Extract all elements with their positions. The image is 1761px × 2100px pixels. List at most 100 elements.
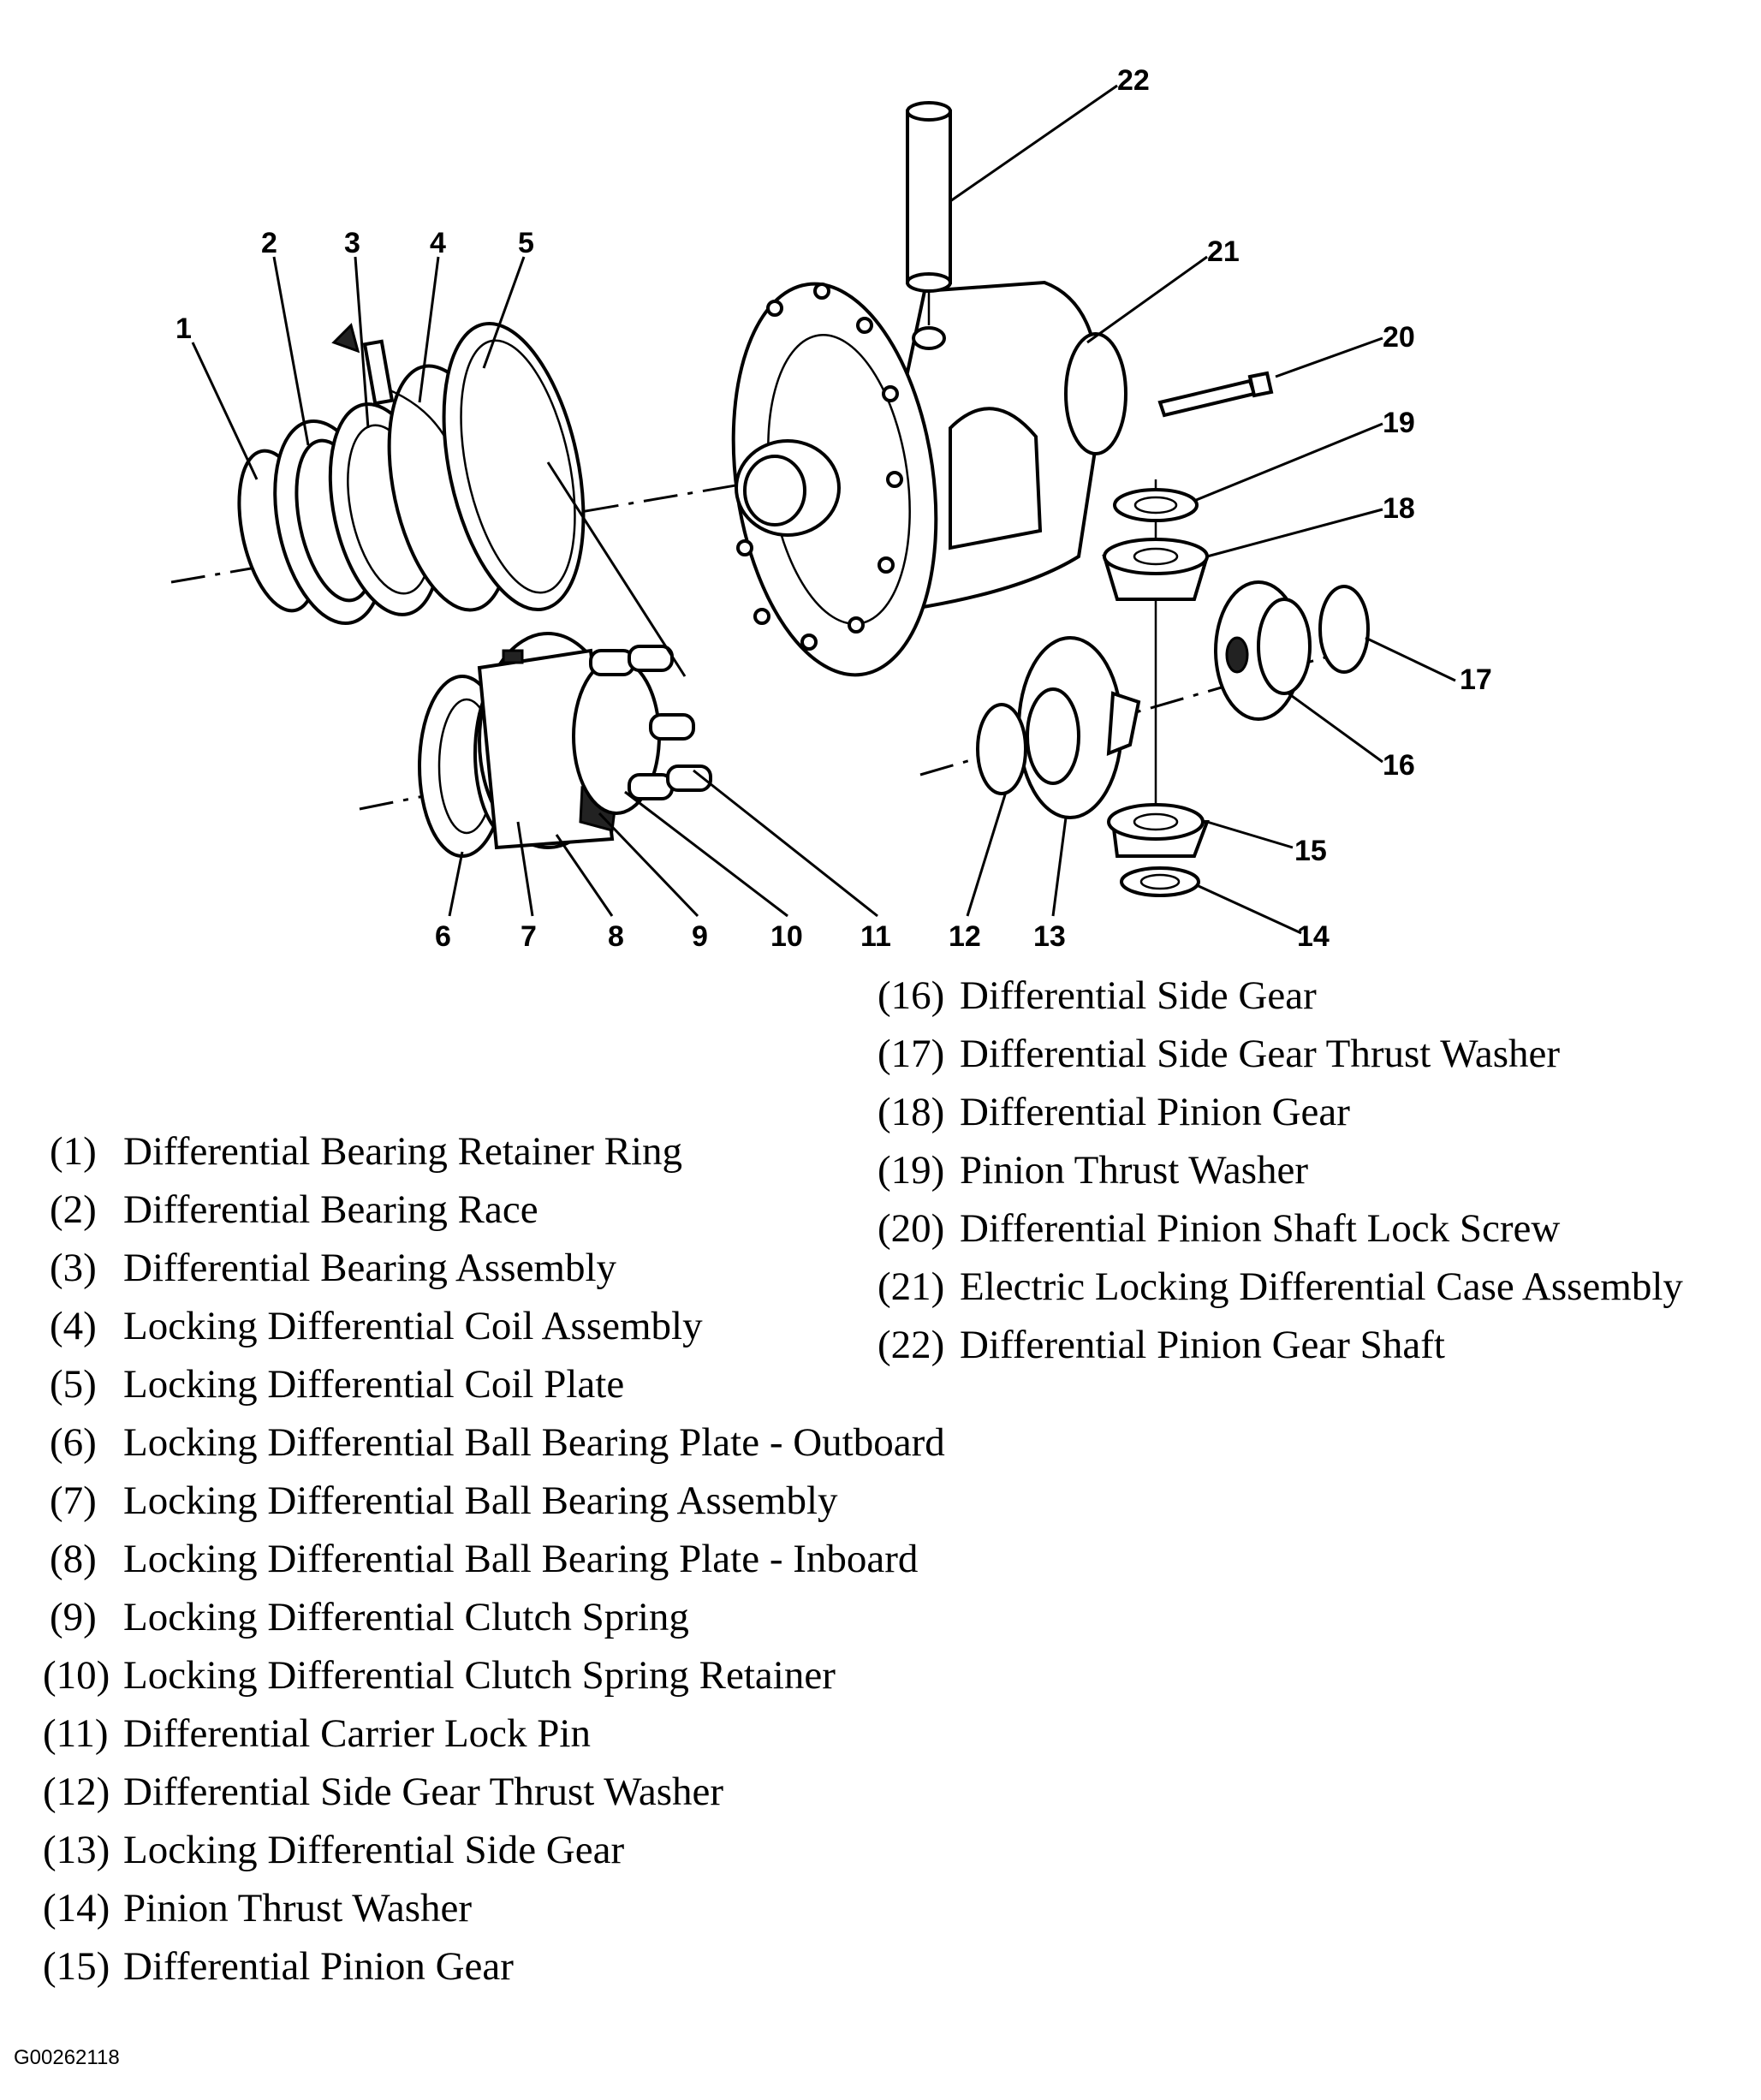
callout-11: 11 [860, 920, 891, 953]
part-19-pinion-thrust-washer [1113, 488, 1199, 522]
part-20-lock-screw [1157, 371, 1274, 418]
legend-label: Differential Bearing Race [123, 1187, 538, 1232]
legend-item-13: (13) Locking Differential Side Gear [43, 1830, 624, 1871]
part-11-carrier-lock-pins [589, 645, 712, 800]
legend-label: Pinion Thrust Washer [960, 1148, 1309, 1193]
legend-item-8: (8) Locking Differential Ball Bearing Pla… [50, 1539, 918, 1579]
legend-num: (10) [43, 1653, 110, 1698]
legend-item-6: (6) Locking Differential Ball Bearing Pla… [50, 1423, 945, 1463]
callout-18: 18 [1383, 492, 1415, 525]
legend-item-5: (5) Locking Differential Coil Plate [50, 1365, 624, 1405]
part-5-coil-plate [442, 321, 586, 612]
legend-label: Locking Differential Clutch Spring [123, 1595, 689, 1639]
legend-item-11: (11) Differential Carrier Lock Pin [43, 1714, 591, 1754]
legend-label: Differential Pinion Gear Shaft [960, 1323, 1445, 1367]
legend-num: (6) [50, 1420, 97, 1465]
callout-15: 15 [1294, 835, 1327, 867]
legend-label: Differential Side Gear Thrust Washer [960, 1032, 1561, 1076]
legend-label: Locking Differential Ball Bearing Assemb… [123, 1478, 838, 1523]
legend-label: Differential Side Gear [960, 973, 1317, 1018]
callout-8: 8 [608, 920, 624, 953]
legend-num: (22) [878, 1323, 945, 1367]
legend-label: Differential Bearing Retainer Ring [123, 1129, 682, 1174]
legend-label: Locking Differential Side Gear [123, 1828, 625, 1872]
legend-num: (12) [43, 1770, 110, 1814]
callout-7: 7 [521, 920, 537, 953]
legend-num: (5) [50, 1362, 97, 1407]
legend-item-9: (9) Locking Differential Clutch Spring [50, 1597, 689, 1638]
legend-label: Locking Differential Ball Bearing Plate … [123, 1537, 919, 1581]
legend-item-15: (15) Differential Pinion Gear [43, 1947, 514, 1987]
legend-item-16: (16) Differential Side Gear [878, 976, 1317, 1016]
callout-1: 1 [176, 312, 192, 345]
callout-14: 14 [1297, 920, 1330, 953]
part-16-side-gear [1214, 580, 1312, 721]
part-12-side-gear-thrust-washer [976, 703, 1027, 795]
legend-item-7: (7) Locking Differential Ball Bearing Ass… [50, 1481, 838, 1521]
legend-item-22: (22) Differential Pinion Gear Shaft [878, 1325, 1445, 1365]
part-14-pinion-thrust-washer [1120, 866, 1200, 897]
legend-num: (11) [43, 1711, 109, 1756]
legend-label: Differential Pinion Shaft Lock Screw [960, 1206, 1561, 1251]
legend-num: (16) [878, 973, 945, 1018]
legend-label: Differential Side Gear Thrust Washer [123, 1770, 724, 1814]
legend-label: Electric Locking Differential Case Assem… [960, 1264, 1683, 1309]
legend-label: Locking Differential Coil Assembly [123, 1304, 703, 1348]
callout-2: 2 [261, 227, 277, 259]
callout-3: 3 [344, 227, 360, 259]
legend-label: Differential Pinion Gear [960, 1090, 1350, 1134]
legend-label: Differential Pinion Gear [123, 1944, 514, 1989]
legend-item-21: (21) Electric Locking Differential Case A… [878, 1267, 1683, 1307]
part-17-side-gear-thrust-washer [1318, 585, 1370, 674]
legend-item-2: (2) Differential Bearing Race [50, 1190, 538, 1230]
legend-num: (2) [50, 1187, 97, 1232]
legend-item-18: (18) Differential Pinion Gear [878, 1092, 1350, 1133]
legend-item-14: (14) Pinion Thrust Washer [43, 1889, 472, 1929]
legend-item-10: (10) Locking Differential Clutch Spring R… [43, 1656, 836, 1696]
legend-num: (7) [50, 1478, 97, 1523]
part-22-pinion-gear-shaft [906, 101, 952, 325]
part-21-case-assembly [731, 280, 1127, 677]
callout-10: 10 [770, 920, 803, 953]
legend-label: Differential Bearing Assembly [123, 1246, 617, 1290]
legend-label: Differential Carrier Lock Pin [123, 1711, 591, 1756]
legend-num: (18) [878, 1090, 945, 1134]
legend-num: (15) [43, 1944, 110, 1989]
callout-4: 4 [430, 227, 446, 259]
callout-5: 5 [518, 227, 534, 259]
legend-label: Locking Differential Coil Plate [123, 1362, 625, 1407]
callout-22: 22 [1117, 64, 1150, 97]
exploded-view-diagram: 1 2 3 4 5 6 7 8 9 10 11 12 13 14 15 16 1… [170, 64, 1492, 953]
part-18-pinion-gear [1102, 538, 1210, 601]
callout-13: 13 [1033, 920, 1066, 953]
legend-num: (8) [50, 1537, 97, 1581]
callout-6: 6 [435, 920, 451, 953]
legend-item-4: (4) Locking Differential Coil Assembly [50, 1306, 703, 1347]
part-13-locking-side-gear [1017, 636, 1141, 819]
legend-num: (19) [878, 1148, 945, 1193]
legend-label: Pinion Thrust Washer [123, 1886, 473, 1930]
callout-21: 21 [1207, 235, 1240, 268]
legend-num: (3) [50, 1246, 97, 1290]
legend-label: Locking Differential Ball Bearing Plate … [123, 1420, 945, 1465]
leader-lines [191, 84, 1456, 935]
legend-num: (21) [878, 1264, 945, 1309]
figure-id: G00262118 [14, 2046, 120, 2069]
legend-item-12: (12) Differential Side Gear Thrust Washer [43, 1772, 723, 1812]
legend-num: (13) [43, 1828, 110, 1872]
legend-num: (20) [878, 1206, 945, 1251]
legend-num: (1) [50, 1129, 97, 1174]
callout-20: 20 [1383, 321, 1415, 354]
callout-9: 9 [692, 920, 708, 953]
part-15-pinion-gear [1107, 803, 1210, 858]
legend-num: (9) [50, 1595, 97, 1639]
legend-num: (4) [50, 1304, 97, 1348]
legend-num: (14) [43, 1886, 110, 1930]
callout-19: 19 [1383, 407, 1415, 439]
legend-label: Locking Differential Clutch Spring Retai… [123, 1653, 836, 1698]
legend-num: (17) [878, 1032, 945, 1076]
callout-16: 16 [1383, 749, 1415, 782]
callout-17: 17 [1460, 663, 1492, 696]
legend-item-1: (1) Differential Bearing Retainer Ring [50, 1132, 682, 1172]
callout-12: 12 [949, 920, 981, 953]
